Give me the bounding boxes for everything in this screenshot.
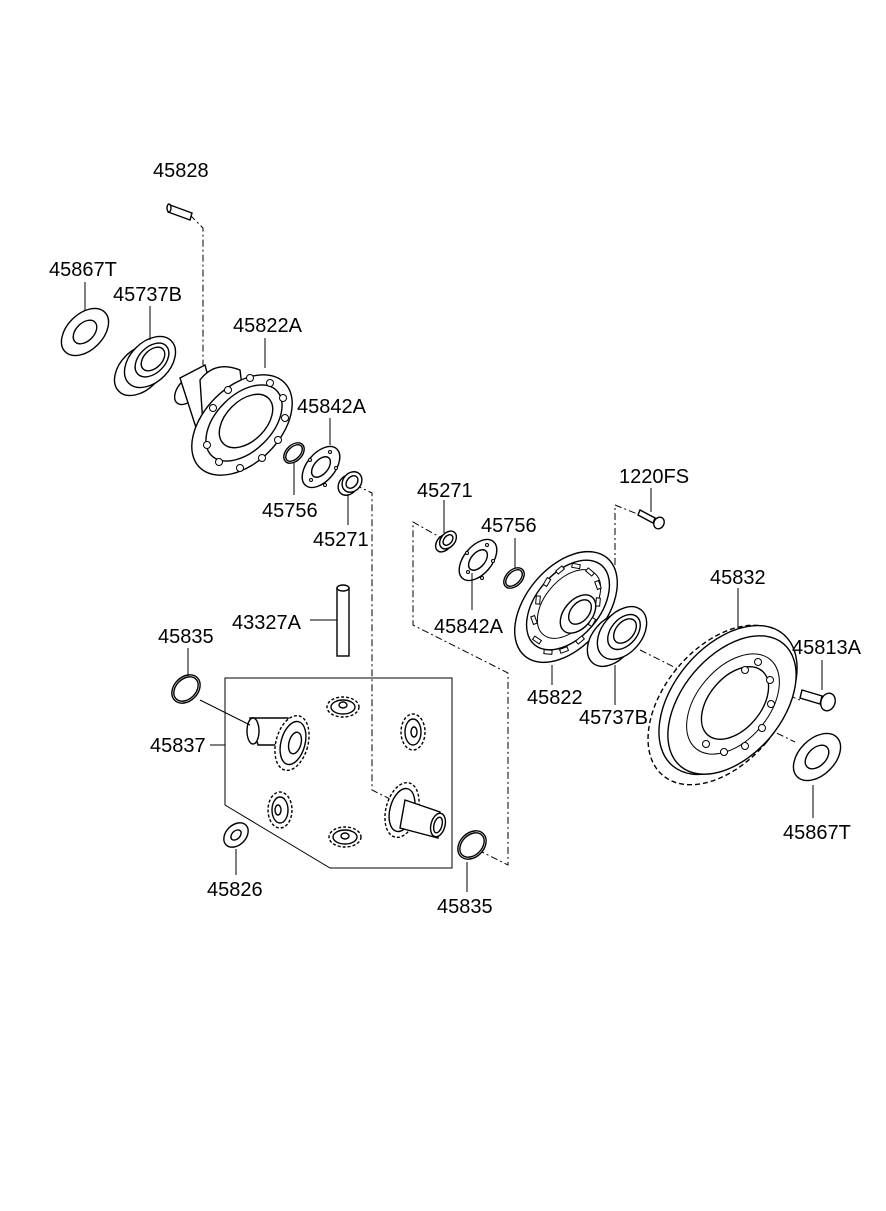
plate-45842A-right — [458, 538, 498, 582]
label-43327A: 43327A — [232, 612, 302, 634]
label-45813A: 45813A — [792, 637, 862, 659]
bearing-45737B-left — [113, 335, 177, 397]
label-45867T-top: 45867T — [49, 259, 117, 281]
ring-45835-top — [171, 674, 201, 704]
label-45837: 45837 — [150, 735, 206, 757]
ring-gear-45832 — [647, 624, 798, 786]
seal-45271-left — [337, 471, 363, 496]
label-45271-right: 45271 — [417, 480, 473, 502]
seal-45271-right — [434, 530, 458, 553]
pinion-gear-bottom-center — [328, 826, 362, 848]
label-45822: 45822 — [527, 687, 583, 709]
leader-lines — [84, 282, 823, 892]
label-45271-left: 45271 — [313, 529, 369, 551]
cover-slots — [530, 562, 602, 655]
snap-ring-45756-right — [503, 567, 525, 589]
label-1220FS: 1220FS — [619, 466, 689, 488]
pinion-gear-top-left — [326, 696, 360, 718]
label-45828: 45828 — [153, 160, 209, 182]
label-45826: 45826 — [207, 879, 263, 901]
differential-case-45822A — [173, 363, 293, 476]
shaft-43327A — [336, 584, 350, 657]
plate-45842A-top — [301, 445, 341, 489]
washer-45867T-left — [60, 307, 110, 357]
bolt-1220FS — [637, 509, 665, 530]
label-45756-left: 45756 — [262, 500, 318, 522]
label-45842A-top: 45842A — [297, 396, 367, 418]
label-45835-top: 45835 — [158, 626, 214, 648]
label-45832: 45832 — [710, 567, 766, 589]
label-45822A: 45822A — [233, 315, 303, 337]
label-45867T-right: 45867T — [783, 822, 851, 844]
pin-45828 — [166, 203, 193, 221]
part-labels: 45828 45867T 45737B 45822A 45842A 45756 … — [49, 160, 862, 918]
label-45842A-right: 45842A — [434, 616, 504, 638]
gear-set-45837 — [224, 677, 453, 869]
label-45737B-right: 45737B — [579, 707, 648, 729]
side-gear-right — [384, 781, 447, 839]
washer-45826 — [223, 822, 249, 848]
pinion-gear-top-right — [400, 713, 426, 751]
side-gear-left — [246, 714, 310, 772]
bearing-45737B-right — [586, 605, 648, 668]
bolt-45813A — [799, 689, 836, 712]
washer-45867T-right — [792, 732, 842, 782]
ring-45835-bottom — [457, 830, 487, 860]
label-45835-bottom: 45835 — [437, 896, 493, 918]
label-45756-right: 45756 — [481, 515, 537, 537]
label-45737B-top: 45737B — [113, 284, 182, 306]
pinion-gear-bottom-left — [267, 791, 293, 829]
snap-ring-45756-left — [283, 442, 305, 464]
